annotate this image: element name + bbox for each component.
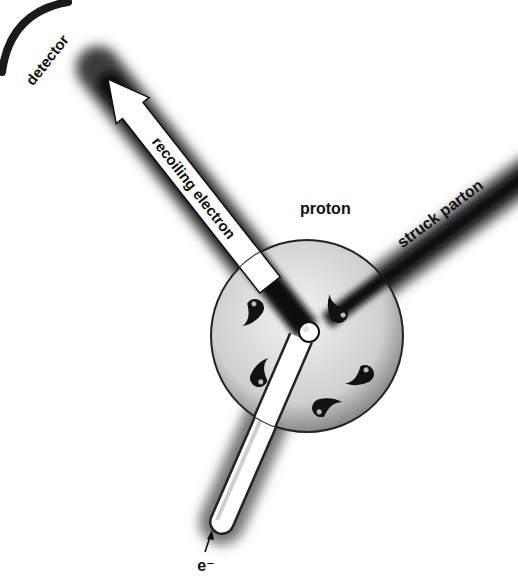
quark [320,290,351,326]
quark [341,362,377,393]
quark [309,392,344,420]
recoil-arrow-shape [91,66,286,298]
node-label: proton [300,200,351,218]
quark [247,354,275,389]
recoil-label: recoiling electron [149,134,239,242]
recoil-arrow [91,66,286,298]
detector-label: detector [23,32,72,89]
incoming-track [237,338,301,436]
incoming-arrowhead [207,530,214,540]
incoming-track-edge [237,338,301,436]
quark [236,296,267,332]
vertex-ball [299,322,319,342]
electron-label: e⁻ [197,557,214,575]
